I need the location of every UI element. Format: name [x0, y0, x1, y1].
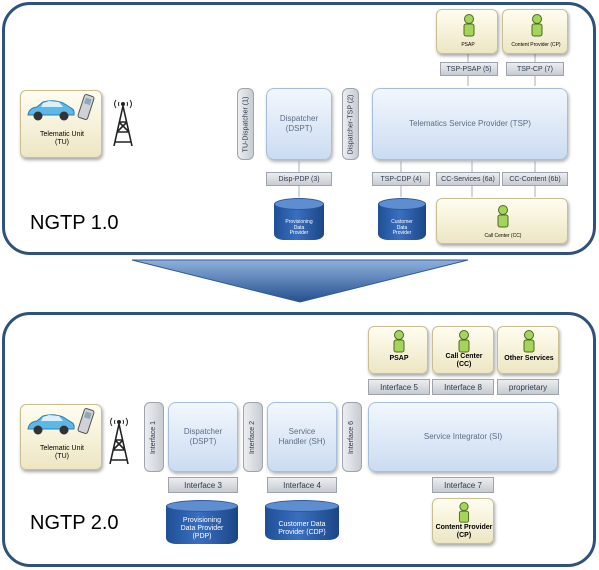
v1-disp-pdp-interface: Disp-PDP (3): [266, 172, 332, 186]
v2-other-services-box: Other Services: [497, 326, 559, 374]
v2-interface-4: Interface 4: [267, 477, 337, 493]
v1-pdp-db: Provisioning Data Provider: [274, 198, 324, 240]
v1-psap-label: PSAP: [461, 42, 475, 48]
v1-dispatcher-tsp-interface: Dispatcher-TSP (2): [342, 88, 359, 160]
v1-cp-box: Content Provider (CP): [502, 9, 568, 54]
v2-psap-box: PSAP: [368, 326, 428, 374]
v2-service-integrator-box: Service Integrator (SI): [368, 402, 558, 472]
person-icon: [523, 330, 535, 353]
v1-tsp-cp-interface: TSP-CP (7): [506, 62, 564, 76]
v1-cc-content-interface: CC-Content (6b): [502, 172, 568, 186]
person-icon: [463, 14, 475, 37]
v2-dispatcher-box: Dispatcher (DSPT): [168, 402, 238, 472]
tower-icon: [109, 417, 129, 465]
v2-tu-label: Telematic Unit (TU): [40, 445, 84, 461]
v1-connectors: [298, 54, 536, 197]
v2-proprietary-interface: proprietary: [497, 379, 559, 395]
v2-interface-1: Interface 1: [144, 402, 164, 472]
person-icon: [531, 14, 543, 37]
v2-cdp-db: Customer Data Provider (CDP): [265, 500, 339, 540]
person-icon: [458, 502, 470, 523]
v1-cc-services-interface: CC-Services (6a): [436, 172, 500, 186]
car-icon: [27, 100, 75, 121]
v1-tu-label: Telematic Unit (TU): [40, 131, 84, 147]
v1-tu-box: Telematic Unit (TU): [20, 90, 102, 158]
v1-cc-box: Call Center (CC): [436, 198, 568, 244]
person-icon: [393, 330, 405, 353]
v1-dispatcher-box: Dispatcher (DSPT): [266, 88, 332, 160]
v2-call-center-label: Call Center (CC): [445, 353, 483, 369]
v1-version-label: NGTP 1.0: [30, 212, 119, 234]
car-icon: [27, 414, 75, 435]
phone-icon: [77, 408, 95, 434]
v2-pdp-db: Provisioning Data Provider (PDP): [166, 500, 238, 544]
v1-tsp-cdp-interface: TSP-CDP (4): [372, 172, 430, 186]
v2-service-handler-box: Service Handler (SH): [267, 402, 337, 472]
v2-interface-6: Interface 6: [342, 402, 362, 472]
v2-call-center-box: Call Center (CC): [432, 326, 494, 374]
v2-interface-3: Interface 3: [168, 477, 238, 493]
v2-interface-2: Interface 2: [243, 402, 263, 472]
v2-interface-8: Interface 8: [432, 379, 494, 395]
phone-icon: [77, 94, 95, 120]
v2-version-label: NGTP 2.0: [30, 512, 119, 534]
v2-tu-box: Telematic Unit (TU): [20, 404, 102, 470]
person-icon: [497, 205, 509, 228]
v1-tsp-psap-interface: TSP-PSAP (5): [440, 62, 498, 76]
v2-content-provider-label: Content Provider (CP): [435, 524, 493, 540]
v2-psap-label: PSAP: [389, 355, 409, 362]
v2-other-services-label: Other Services: [504, 355, 554, 362]
transition-arrow: [131, 259, 469, 303]
v2-content-provider-box: Content Provider (CP): [432, 498, 494, 544]
v1-tu-dispatcher-interface: TU-Dispatcher (1): [237, 88, 254, 160]
v2-interface-5: Interface 5: [368, 379, 430, 395]
v1-psap-box: PSAP: [436, 9, 498, 54]
v2-interface-7: Interface 7: [432, 477, 494, 493]
v1-cp-label: Content Provider (CP): [511, 42, 561, 48]
v1-cc-label: Call Center (CC): [484, 233, 522, 239]
tower-icon: [113, 99, 133, 147]
v1-cdp-db: Customer Data Provider: [378, 198, 426, 240]
person-icon: [458, 330, 470, 353]
v1-tsp-box: Telematics Service Provider (TSP): [372, 88, 568, 160]
